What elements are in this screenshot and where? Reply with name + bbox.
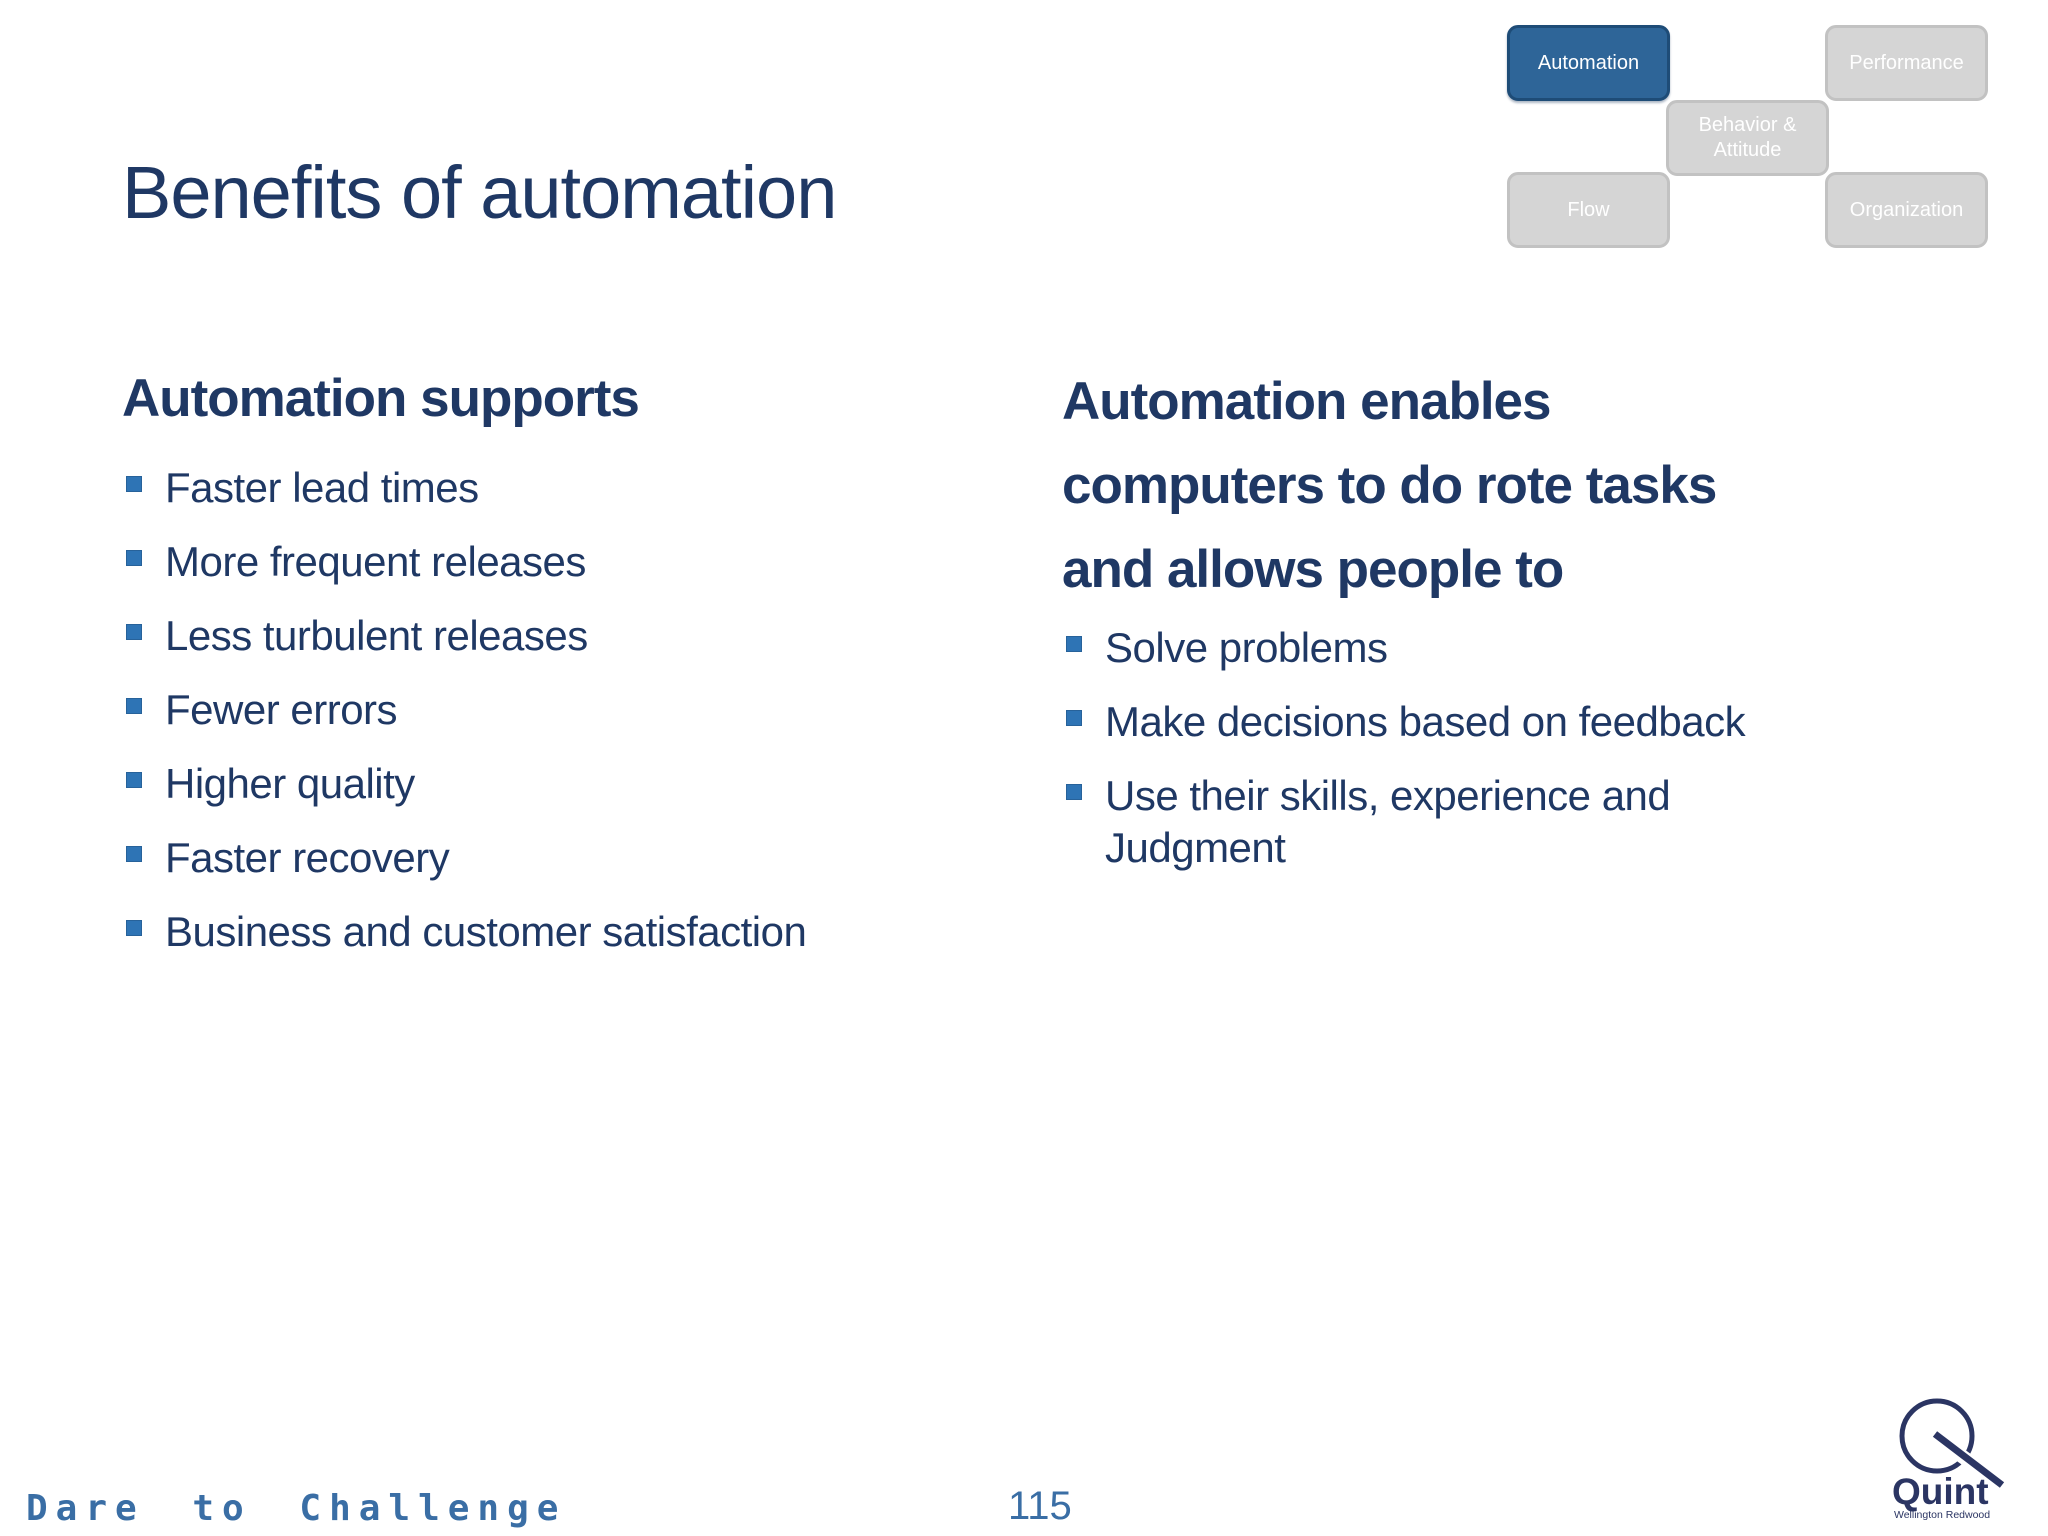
list-item-label: Make decisions based on feedback: [1105, 698, 1746, 745]
list-item-label: Faster recovery: [165, 834, 450, 881]
list-item-label: Solve problems: [1105, 624, 1388, 671]
concept-box-performance: Performance: [1825, 25, 1988, 101]
bullet-square-icon: [1066, 636, 1082, 652]
right-column-heading: Automation enables computers to do rote …: [1062, 372, 1717, 599]
list-item: Higher quality: [126, 758, 987, 810]
bullet-square-icon: [126, 550, 142, 566]
bullet-square-icon: [1066, 710, 1082, 726]
concept-box-organization: Organization: [1825, 172, 1988, 248]
footer-tagline: Dare to Challenge: [26, 1488, 567, 1529]
list-item-label: Faster lead times: [165, 464, 479, 511]
quint-logo-wordmark: Quint: [1892, 1471, 1989, 1512]
left-column-heading: Automation supports: [122, 369, 640, 428]
list-item-label: Fewer errors: [165, 686, 398, 733]
list-item: Use their skills, experience and Judgmen…: [1066, 770, 1867, 874]
bullet-square-icon: [126, 846, 142, 862]
concept-box-flow: Flow: [1507, 172, 1670, 248]
bullet-square-icon: [126, 698, 142, 714]
page-number: 115: [1008, 1484, 1072, 1528]
concept-map: Automation Performance Behavior & Attitu…: [1505, 23, 1993, 255]
list-item: Less turbulent releases: [126, 610, 987, 662]
list-item: Solve problems: [1066, 622, 1867, 674]
quint-logo: Quint Wellington Redwood: [1892, 1398, 2005, 1521]
list-item: Fewer errors: [126, 684, 987, 736]
bullet-square-icon: [126, 476, 142, 492]
bullet-square-icon: [126, 920, 142, 936]
concept-box-behavior-attitude: Behavior & Attitude: [1666, 100, 1829, 176]
page-title: Benefits of automation: [122, 151, 837, 234]
quint-logo-q-icon: [1899, 1398, 2005, 1490]
list-item-label: More frequent releases: [165, 538, 586, 585]
bullet-square-icon: [126, 624, 142, 640]
list-item: Faster lead times: [126, 462, 987, 514]
bullet-square-icon: [1066, 784, 1082, 800]
list-item-label: Use their skills, experience and Judgmen…: [1105, 772, 1671, 871]
list-item-label: Less turbulent releases: [165, 612, 588, 659]
enablement-list: Solve problems Make decisions based on f…: [1066, 622, 1867, 896]
list-item: Business and customer satisfaction: [126, 906, 987, 958]
concept-box-automation: Automation: [1507, 25, 1670, 101]
list-item-label: Higher quality: [165, 760, 415, 807]
list-item: More frequent releases: [126, 536, 987, 588]
quint-logo-subtext: Wellington Redwood: [1894, 1509, 1990, 1521]
list-item: Faster recovery: [126, 832, 987, 884]
benefit-list: Faster lead times More frequent releases…: [126, 462, 987, 980]
list-item-label: Business and customer satisfaction: [165, 908, 807, 955]
bullet-square-icon: [126, 772, 142, 788]
list-item: Make decisions based on feedback: [1066, 696, 1867, 748]
